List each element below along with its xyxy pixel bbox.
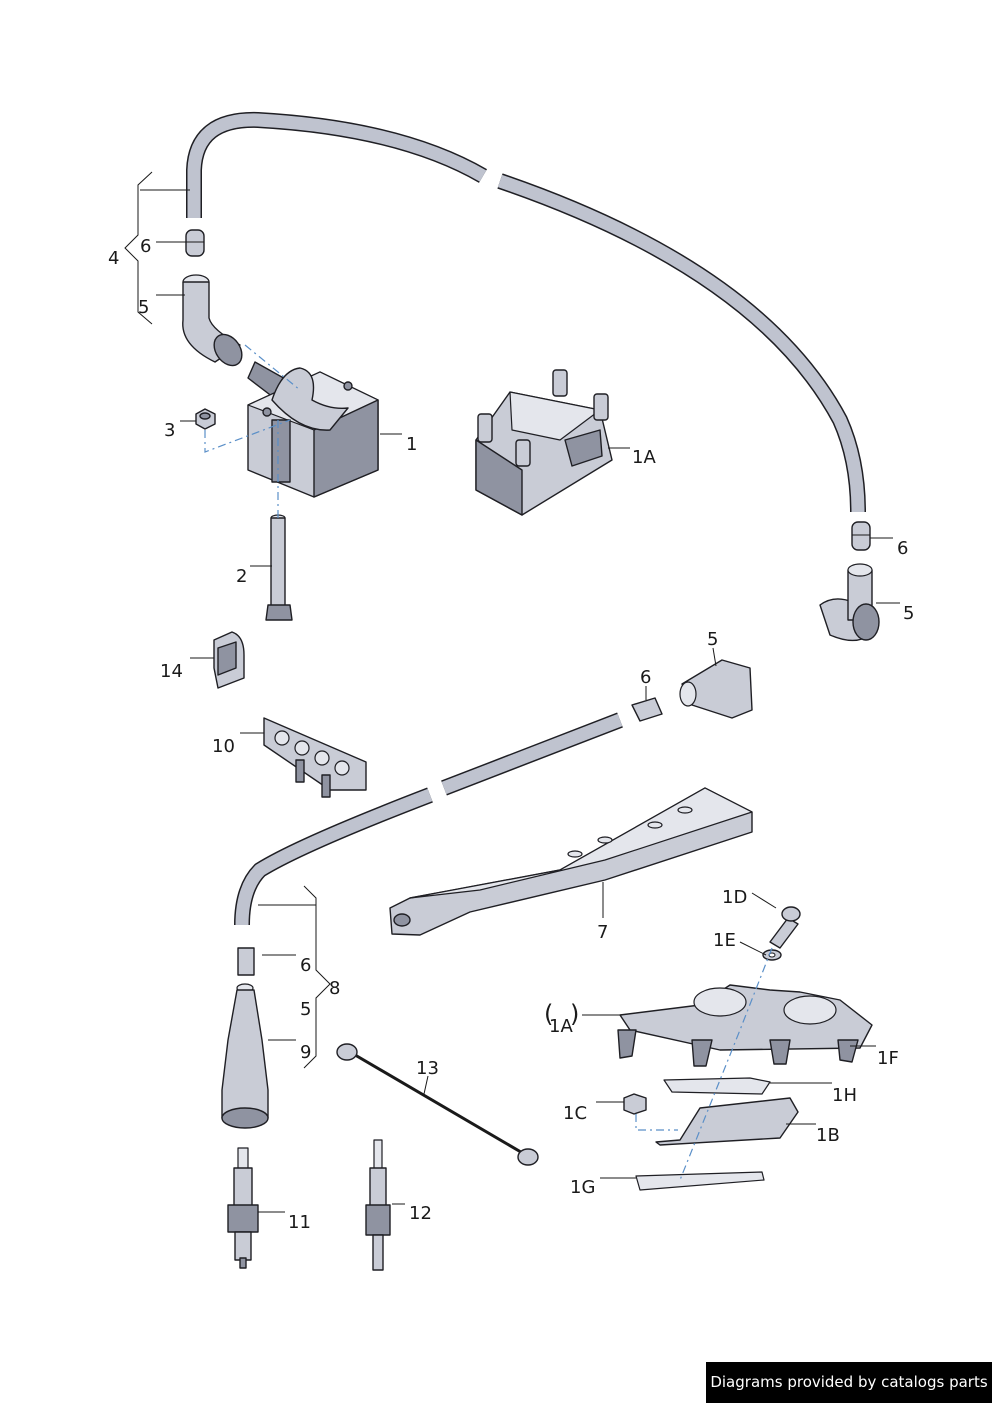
bracket-1B — [655, 1097, 799, 1146]
nut-1C — [623, 1093, 647, 1115]
callout-12: 12 — [409, 1203, 432, 1224]
callout-3: 3 — [164, 420, 175, 441]
ignition-coil-1 — [247, 361, 379, 498]
callout-1E: 1E — [713, 930, 736, 951]
callout-1A-top: 1A — [632, 447, 656, 468]
callout-1F: 1F — [877, 1048, 899, 1069]
callout-1G: 1G — [570, 1177, 595, 1198]
callout-6-bottom: 6 — [300, 955, 311, 976]
cover-rail-7 — [389, 787, 753, 936]
gasket-1G — [635, 1171, 765, 1191]
callout-14: 14 — [160, 661, 183, 682]
callout-8: 8 — [329, 978, 340, 999]
assembly-lines — [204, 344, 773, 1181]
callout-1D: 1D — [722, 887, 747, 908]
clip-6-top-right — [851, 521, 871, 551]
glow-plug-12 — [365, 1139, 391, 1271]
callout-5-bottom: 5 — [300, 999, 311, 1020]
coil-pack-1A-bottom — [617, 984, 873, 1067]
clip-6-top-left — [185, 229, 205, 257]
callout-5-middle: 5 — [707, 629, 718, 650]
ignition-lead-top — [186, 111, 866, 513]
callout-1A-bottom: 1A — [549, 1016, 573, 1037]
connector-boot-5-top-left — [182, 274, 243, 367]
spark-plug-11 — [227, 1147, 259, 1269]
callout-10: 10 — [212, 736, 235, 757]
spark-plug-connector-9 — [221, 947, 269, 1129]
callout-4: 4 — [108, 248, 119, 269]
ignition-coil-1A-top — [475, 369, 613, 516]
ground-strap-13 — [336, 1043, 539, 1166]
callout-1: 1 — [406, 434, 417, 455]
paren-close: ) — [570, 1000, 579, 1028]
ignition-lead-middle — [234, 712, 623, 926]
callout-5-right: 5 — [903, 603, 914, 624]
callout-1B: 1B — [816, 1125, 840, 1146]
clip-6-middle — [631, 697, 663, 722]
callout-1C: 1C — [563, 1103, 587, 1124]
connector-boot-5-middle — [679, 659, 753, 719]
callout-5: 5 — [138, 297, 149, 318]
callout-1H: 1H — [832, 1085, 857, 1106]
callout-6: 6 — [140, 236, 151, 257]
callout-6-right: 6 — [897, 538, 908, 559]
callout-7: 7 — [597, 922, 608, 943]
nut-3 — [195, 408, 216, 430]
cable-clip-14 — [213, 631, 245, 689]
bolt-2 — [265, 514, 293, 621]
callout-2: 2 — [236, 566, 247, 587]
screw-1D — [769, 906, 801, 949]
callout-9: 9 — [300, 1042, 311, 1063]
connector-boot-5-right — [819, 563, 880, 642]
wire-holder-10 — [263, 717, 367, 798]
washer-1E — [762, 949, 782, 961]
credit-banner: Diagrams provided by catalogs parts — [706, 1362, 992, 1403]
paren-open: ( — [544, 1000, 553, 1028]
callout-13: 13 — [416, 1058, 439, 1079]
callout-labels: 4 6 5 3 1 1A 2 6 5 14 5 6 10 7 1D 1E 6 8… — [108, 236, 914, 1233]
leader-lines — [124, 171, 900, 1213]
callout-6-middle: 6 — [640, 667, 651, 688]
callout-11: 11 — [288, 1212, 311, 1233]
